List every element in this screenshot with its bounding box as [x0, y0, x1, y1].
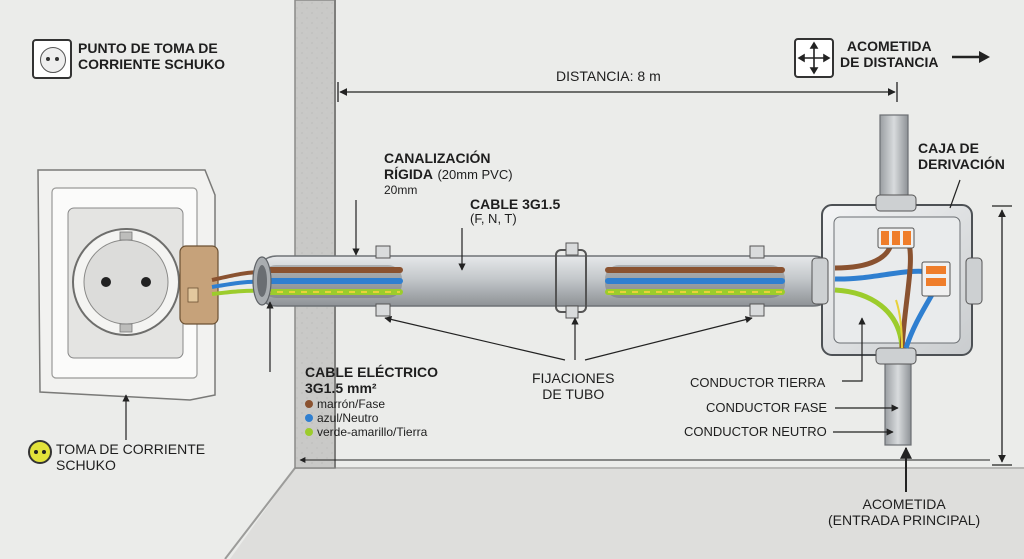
schuko-point-label: PUNTO DE TOMA DE CORRIENTE SCHUKO: [78, 40, 225, 72]
junction-box-line2: DERIVACIÓN: [918, 156, 1005, 173]
wire-brown-text: marrón/Fase: [317, 397, 386, 412]
schuko-socket-icon: [32, 39, 72, 79]
main-feed-label: ACOMETIDA (ENTRADA PRINCIPAL): [828, 496, 980, 528]
schuko-outlet: [37, 169, 219, 401]
wire-brown-item: marrón/Fase: [305, 397, 438, 412]
wire-green-text: verde-amarillo/Tierra: [317, 424, 428, 439]
distance-label: DISTANCIA: 8 m: [556, 68, 661, 84]
service-line1: ACOMETIDA: [846, 38, 932, 54]
conduit-size: 20mm: [384, 183, 418, 198]
leader-lines: [122, 179, 961, 492]
schuko-point-line2: CORRIENTE SCHUKO: [78, 56, 226, 73]
green-dot-icon: [305, 427, 313, 436]
schuko-dot-icon: [28, 440, 52, 464]
outlet-label: TOMA DE CORRIENTE SCHUKO: [56, 441, 205, 473]
main-feed-line2: (ENTRADA PRINCIPAL): [828, 512, 981, 529]
cable-in-conduit-conductors: (F, N, T): [470, 211, 517, 227]
conduit-label: CANALIZACIÓN RÍGIDA (20mm PVC) 20mm: [384, 150, 513, 198]
floor: [230, 468, 1024, 559]
conduit-spec: (20mm PVC): [437, 167, 513, 183]
conductor-phase-label: CONDUCTOR FASE: [706, 400, 828, 415]
cable-in-conduit-title: CABLE 3G1.5: [470, 196, 561, 212]
main-feed-line1: ACOMETIDA: [862, 496, 946, 512]
brown-dot-icon: [305, 400, 313, 409]
electric-cable-title-line2: 3G1.5 mm²: [305, 380, 377, 397]
electric-cable-title-line1: CABLE ELÉCTRICO: [305, 364, 438, 380]
service-distance-label: ACOMETIDA DE DISTANCIA: [840, 38, 939, 70]
conduit-title-line1: CANALIZACIÓN: [384, 150, 491, 166]
outlet-line1: TOMA DE CORRIENTE: [56, 441, 206, 457]
electric-cable-label: CABLE ELÉCTRICO 3G1.5 mm² marrón/Fase az…: [305, 364, 438, 440]
distance-value: 8 m: [637, 68, 661, 84]
fixings-label: FIJACIONES DE TUBO: [532, 370, 614, 402]
wire-blue-item: azul/Neutro: [305, 410, 438, 426]
junction-box-line1: CAJA DE: [918, 140, 979, 156]
blue-dot-icon: [305, 413, 313, 422]
cable-in-conduit-label: CABLE 3G1.5 (F, N, T): [470, 196, 560, 227]
conductor-neutral-label: CONDUCTOR NEUTRO: [684, 424, 827, 439]
fixings-line2: DE TUBO: [542, 386, 605, 403]
outlet-line2: SCHUKO: [56, 457, 116, 474]
schuko-point-line1: PUNTO DE TOMA DE: [78, 40, 218, 56]
junction-box-label: CAJA DE DERIVACIÓN: [918, 140, 1005, 172]
wire-green-item: verde-amarillo/Tierra: [305, 424, 438, 440]
arrow-right-icon: [952, 50, 990, 64]
wire-blue-text: azul/Neutro: [317, 410, 379, 425]
service-line2: DE DISTANCIA: [840, 54, 939, 71]
pipe-clips: [375, 242, 765, 319]
junction-box: [811, 194, 983, 365]
move-arrows-icon: [794, 38, 834, 78]
conduit-title-line2: RÍGIDA: [384, 166, 433, 183]
conductor-earth-label: CONDUCTOR TIERRA: [690, 375, 826, 390]
fixings-line1: FIJACIONES: [532, 370, 615, 386]
horizontal-conduit: [252, 255, 836, 307]
distance-title: DISTANCIA:: [556, 68, 634, 84]
